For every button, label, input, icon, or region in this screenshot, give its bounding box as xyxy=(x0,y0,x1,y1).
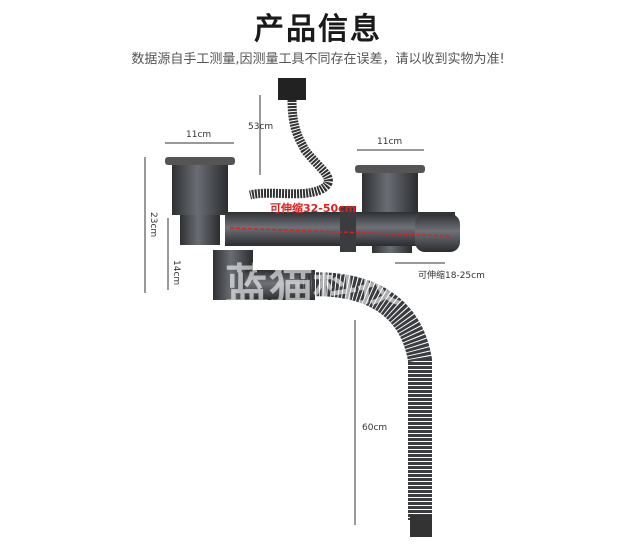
right-width-label: 11cm xyxy=(377,137,403,147)
right-strainer-rim xyxy=(355,165,425,173)
extendable-pipe-label: 可伸缩32-50cm xyxy=(270,202,357,215)
drain-hose-label: 60cm xyxy=(362,423,388,433)
dimension-lines xyxy=(144,95,445,525)
total-height-label: 23cm xyxy=(148,212,158,238)
left-strainer-rim xyxy=(165,157,235,165)
left-width-label: 11cm xyxy=(186,130,212,140)
drain-hose xyxy=(299,272,432,520)
page-title: 产品信息 xyxy=(254,12,382,47)
watermark: 蓝猫科技 xyxy=(225,260,401,311)
overflow-hose-label: 53cm xyxy=(248,122,274,132)
disclaimer-text: 数据源自手工测量,因测量工具不同存在误差，请以收到实物为准! xyxy=(131,52,505,67)
overflow-plate xyxy=(278,78,306,100)
extend-arrow xyxy=(229,227,451,237)
extendable-side-label: 可伸缩18-25cm xyxy=(418,271,485,281)
left-strainer-body xyxy=(172,165,228,215)
overflow-hose xyxy=(248,99,333,200)
trap-height-label: 14cm xyxy=(171,260,181,286)
